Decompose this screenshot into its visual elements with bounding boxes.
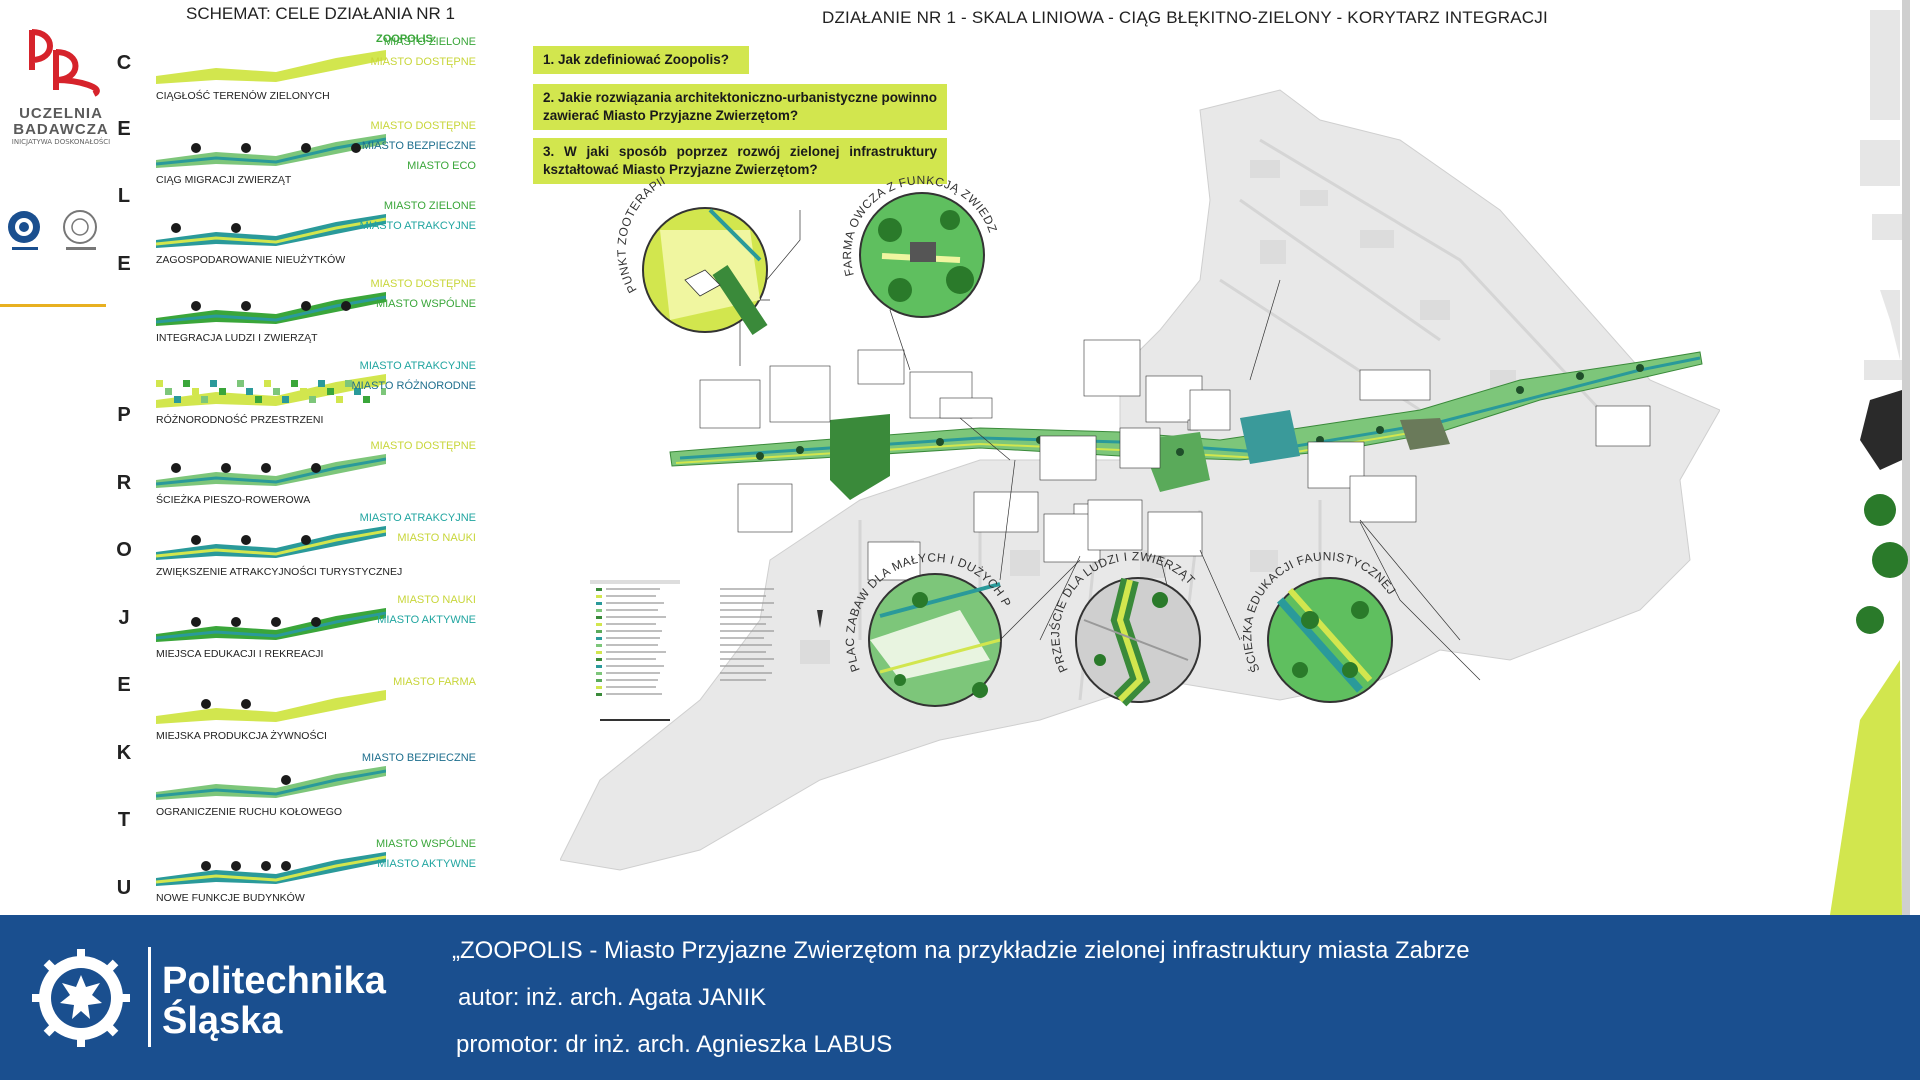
university-name-line1: Politechnika	[162, 960, 386, 1002]
schema-title: SCHEMAT: CELE DZIAŁANIA NR 1	[186, 4, 455, 23]
goal-tag: MIASTO DOSTĘPNE	[370, 120, 476, 132]
goal-label: MIEJSKA PRODUKCJA ŻYWNOŚCI	[156, 730, 327, 742]
goal-label: MIEJSCA EDUKACJI I REKREACJI	[156, 648, 324, 660]
thesis-title: „ZOOPOLIS - Miasto Przyjazne Zwierzętom …	[452, 937, 1470, 964]
vertical-letter-projektu: O	[116, 539, 132, 561]
vertical-letter-cele: E	[117, 253, 131, 275]
goal-row: INTEGRACJA LUDZI I ZWIERZĄT MIASTO DOSTĘP…	[150, 278, 480, 348]
goal-tag: MIASTO NAUKI	[397, 532, 476, 544]
goal-tag: MIASTO AKTYWNE	[377, 614, 476, 626]
ub-subtitle: INICJATYWA DOSKONAŁOŚCI	[11, 138, 111, 146]
circle-przejscie	[1075, 577, 1201, 707]
goal-row: RÓŻNORODNOŚĆ PRZESTRZENI MIASTO ATRAKCYJN…	[150, 360, 480, 430]
circle-plac-zabaw	[868, 573, 1002, 707]
goal-row: CIĄG MIGRACJI ZWIERZĄT MIASTO DOSTĘPNE MIA…	[150, 120, 480, 190]
vertical-letter-projektu: E	[117, 674, 131, 696]
vertical-letter-cele: E	[117, 118, 131, 140]
goal-tag: MIASTO ZIELONE	[383, 200, 476, 212]
question-1: 1. Jak zdefiniować Zoopolis?	[533, 46, 749, 74]
goal-row: ZAGOSPODAROWANIE NIEUŻYTKÓW MIASTO ZIELON…	[150, 200, 480, 270]
university-name-line2: Śląska	[162, 1000, 283, 1042]
goal-tag: MIASTO BEZPIECZNE	[361, 752, 476, 764]
vertical-letter-projektu: T	[117, 809, 131, 831]
goal-illustration	[156, 526, 386, 560]
vertical-letter-projektu: J	[118, 606, 130, 629]
goal-tag: MIASTO FARMA	[393, 676, 476, 688]
circle-zooterapia	[642, 207, 768, 335]
goal-label: INTEGRACJA LUDZI I ZWIERZĄT	[156, 332, 318, 344]
goal-label: NOWE FUNKCJE BUDYNKÓW	[156, 892, 305, 904]
main-title: DZIAŁANIE NR 1 - SKALA LINIOWA - CIĄG BŁ…	[822, 8, 1548, 27]
goal-label: CIĄGŁOŚĆ TERENÓW ZIELONYCH	[156, 90, 330, 102]
uczelnia-badawcza-logo: UCZELNIA BADAWCZA INICJATYWA DOSKONAŁOŚC…	[6, 22, 116, 146]
politechnika-emblem-icon	[32, 949, 130, 1047]
goal-tag: MIASTO ATRAKCYJNE	[359, 512, 476, 524]
goal-row: MIEJSKA PRODUKCJA ŻYWNOŚCI MIASTO FARMA	[150, 676, 480, 746]
goal-label: RÓŻNORODNOŚĆ PRZESTRZENI	[156, 414, 324, 426]
goal-label: CIĄG MIGRACJI ZWIERZĄT	[156, 174, 292, 186]
question-2: 2. Jakie rozwiązania architektoniczno-ur…	[533, 84, 947, 130]
goal-illustration	[156, 292, 386, 326]
goal-row: CIĄGŁOŚĆ TERENÓW ZIELONYCH MIASTO ZIELONE…	[150, 36, 480, 106]
university-emblems	[8, 210, 97, 250]
legend	[590, 580, 823, 721]
vertical-letter-cele: L	[117, 185, 131, 207]
goal-tag: MIASTO NAUKI	[397, 594, 476, 606]
logo-divider	[148, 947, 151, 1047]
goal-illustration	[156, 766, 386, 800]
zoopolis-label: ZOOPOLIS:	[376, 33, 437, 45]
vertical-letter-cele: C	[116, 52, 132, 74]
ub-title2: BADAWCZA	[13, 121, 109, 138]
goal-illustration	[156, 454, 386, 488]
promotor-line: promotor: dr inż. arch. Agnieszka LABUS	[456, 1031, 893, 1058]
goal-tag: MIASTO DOSTĘPNE	[370, 56, 476, 68]
goal-label: OGRANICZENIE RUCHU KOŁOWEGO	[156, 806, 343, 818]
goal-label: ZAGOSPODAROWANIE NIEUŻYTKÓW	[156, 254, 346, 266]
goal-row: MIEJSCA EDUKACJI I REKREACJI MIASTO NAUKI…	[150, 594, 480, 664]
goal-illustration	[156, 374, 386, 408]
goal-tag: MIASTO RÓŻNORODNE	[351, 380, 476, 392]
poster: UCZELNIA BADAWCZA INICJATYWA DOSKONAŁOŚC…	[0, 0, 1910, 915]
goal-tag: MIASTO DOSTĘPNE	[370, 440, 476, 452]
goal-row: NOWE FUNKCJE BUDYNKÓW MIASTO WSPÓLNE MIAST…	[150, 838, 480, 908]
goal-tag: MIASTO BEZPIECZNE	[361, 140, 476, 152]
goal-illustration	[156, 852, 386, 886]
goal-tag: MIASTO ATRAKCYJNE	[359, 360, 476, 372]
goal-tag: MIASTO DOSTĘPNE	[370, 278, 476, 290]
site-plan-map: PUNKT ZOOTERAPII FARMA OWCZA Z FUNKCJĄ Z…	[560, 80, 1720, 871]
goal-illustration	[156, 134, 386, 168]
vertical-letter-projektu: U	[116, 876, 132, 899]
right-decor-strip	[1830, 0, 1910, 915]
vertical-letter-projektu: R	[116, 471, 132, 494]
author-line: autor: inż. arch. Agata JANIK	[458, 984, 767, 1011]
circle-sciezka	[1267, 577, 1393, 703]
circle-farma	[859, 192, 985, 318]
goal-tag: MIASTO ZIELONE	[383, 36, 476, 48]
goal-illustration	[156, 50, 386, 84]
vertical-letter-projektu: K	[116, 741, 132, 764]
goal-tag: MIASTO ECO	[407, 160, 476, 172]
divider-line	[0, 304, 106, 307]
footer-banner: Politechnika Śląska „ZOOPOLIS - Miasto P…	[0, 915, 1920, 1080]
university-name: Politechnika Śląska	[162, 961, 386, 1041]
ub-mark-icon	[29, 29, 100, 97]
goal-tag: MIASTO WSPÓLNE	[375, 298, 476, 310]
vertical-letter-projektu: P	[117, 404, 131, 426]
goal-illustration	[156, 690, 386, 724]
goal-tag: MIASTO ATRAKCYJNE	[359, 220, 476, 232]
goal-label: ŚCIEŻKA PIESZO-ROWEROWA	[156, 494, 311, 506]
goal-row: ŚCIEŻKA PIESZO-ROWEROWA MIASTO DOSTĘPNE	[150, 440, 480, 510]
goal-row: OGRANICZENIE RUCHU KOŁOWEGO MIASTO BEZPIE…	[150, 752, 480, 822]
goal-tag: MIASTO AKTYWNE	[377, 858, 476, 870]
goal-row: ZWIĘKSZENIE ATRAKCYJNOŚCI TURYSTYCZNEJ MI…	[150, 512, 480, 582]
goal-tag: MIASTO WSPÓLNE	[375, 838, 476, 850]
ub-title: UCZELNIA	[19, 105, 103, 122]
goal-illustration	[156, 214, 386, 248]
goal-illustration	[156, 608, 386, 642]
goal-label: ZWIĘKSZENIE ATRAKCYJNOŚCI TURYSTYCZNEJ	[156, 566, 403, 578]
question-3: 3. W jaki sposób poprzez rozwój zielonej…	[533, 138, 947, 184]
